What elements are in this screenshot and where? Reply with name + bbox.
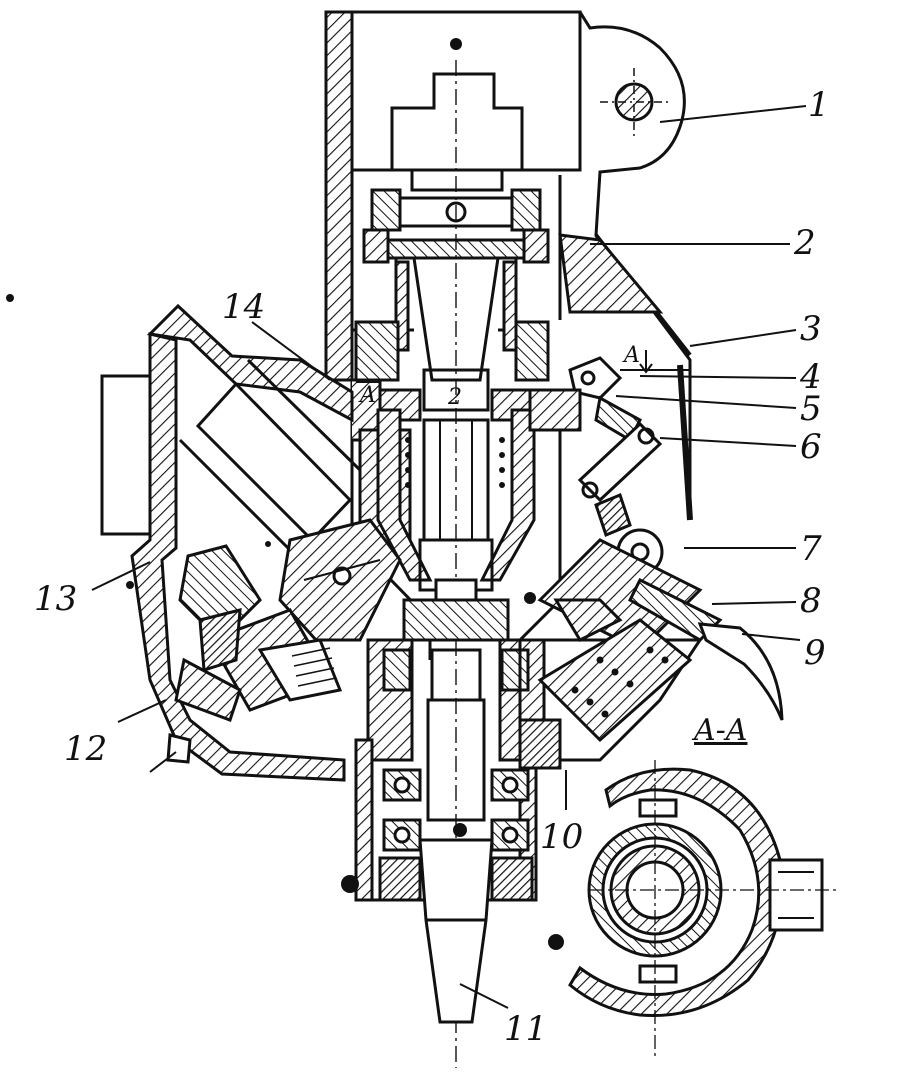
callout-14: 14 (222, 287, 265, 327)
callout-8: 8 (800, 581, 822, 621)
inner-mark: 2 (447, 385, 462, 410)
callout-6: 6 (800, 427, 822, 467)
section-title: A-A (691, 713, 747, 748)
section-marker (356, 350, 690, 383)
section-a-a (568, 760, 840, 1060)
callout-10: 10 (540, 817, 583, 857)
angled-head (100, 303, 402, 782)
spindle-top (354, 72, 550, 422)
section-mark-left: A (358, 383, 376, 408)
callout-labels: 1 2 3 4 5 6 7 8 9 10 11 12 13 14 A-A A A… (34, 85, 830, 1049)
callout-4: 4 (799, 357, 822, 397)
section-mark-right: A (622, 343, 640, 368)
spindle-spring (376, 408, 536, 642)
callout-1: 1 (808, 85, 830, 125)
callout-9: 9 (804, 633, 826, 673)
scan-speckles (6, 38, 564, 950)
callout-11: 11 (504, 1009, 547, 1049)
right-mechanism (518, 356, 784, 770)
callout-7: 7 (800, 529, 822, 569)
callout-3: 3 (800, 309, 822, 349)
lower-spindle (354, 638, 546, 1024)
callout-5: 5 (800, 389, 822, 429)
callout-2: 2 (793, 223, 816, 263)
mounting-lug-hole (600, 68, 668, 136)
callout-12: 12 (64, 729, 107, 769)
leader-lines (91, 105, 807, 1009)
callout-13: 13 (34, 579, 77, 619)
